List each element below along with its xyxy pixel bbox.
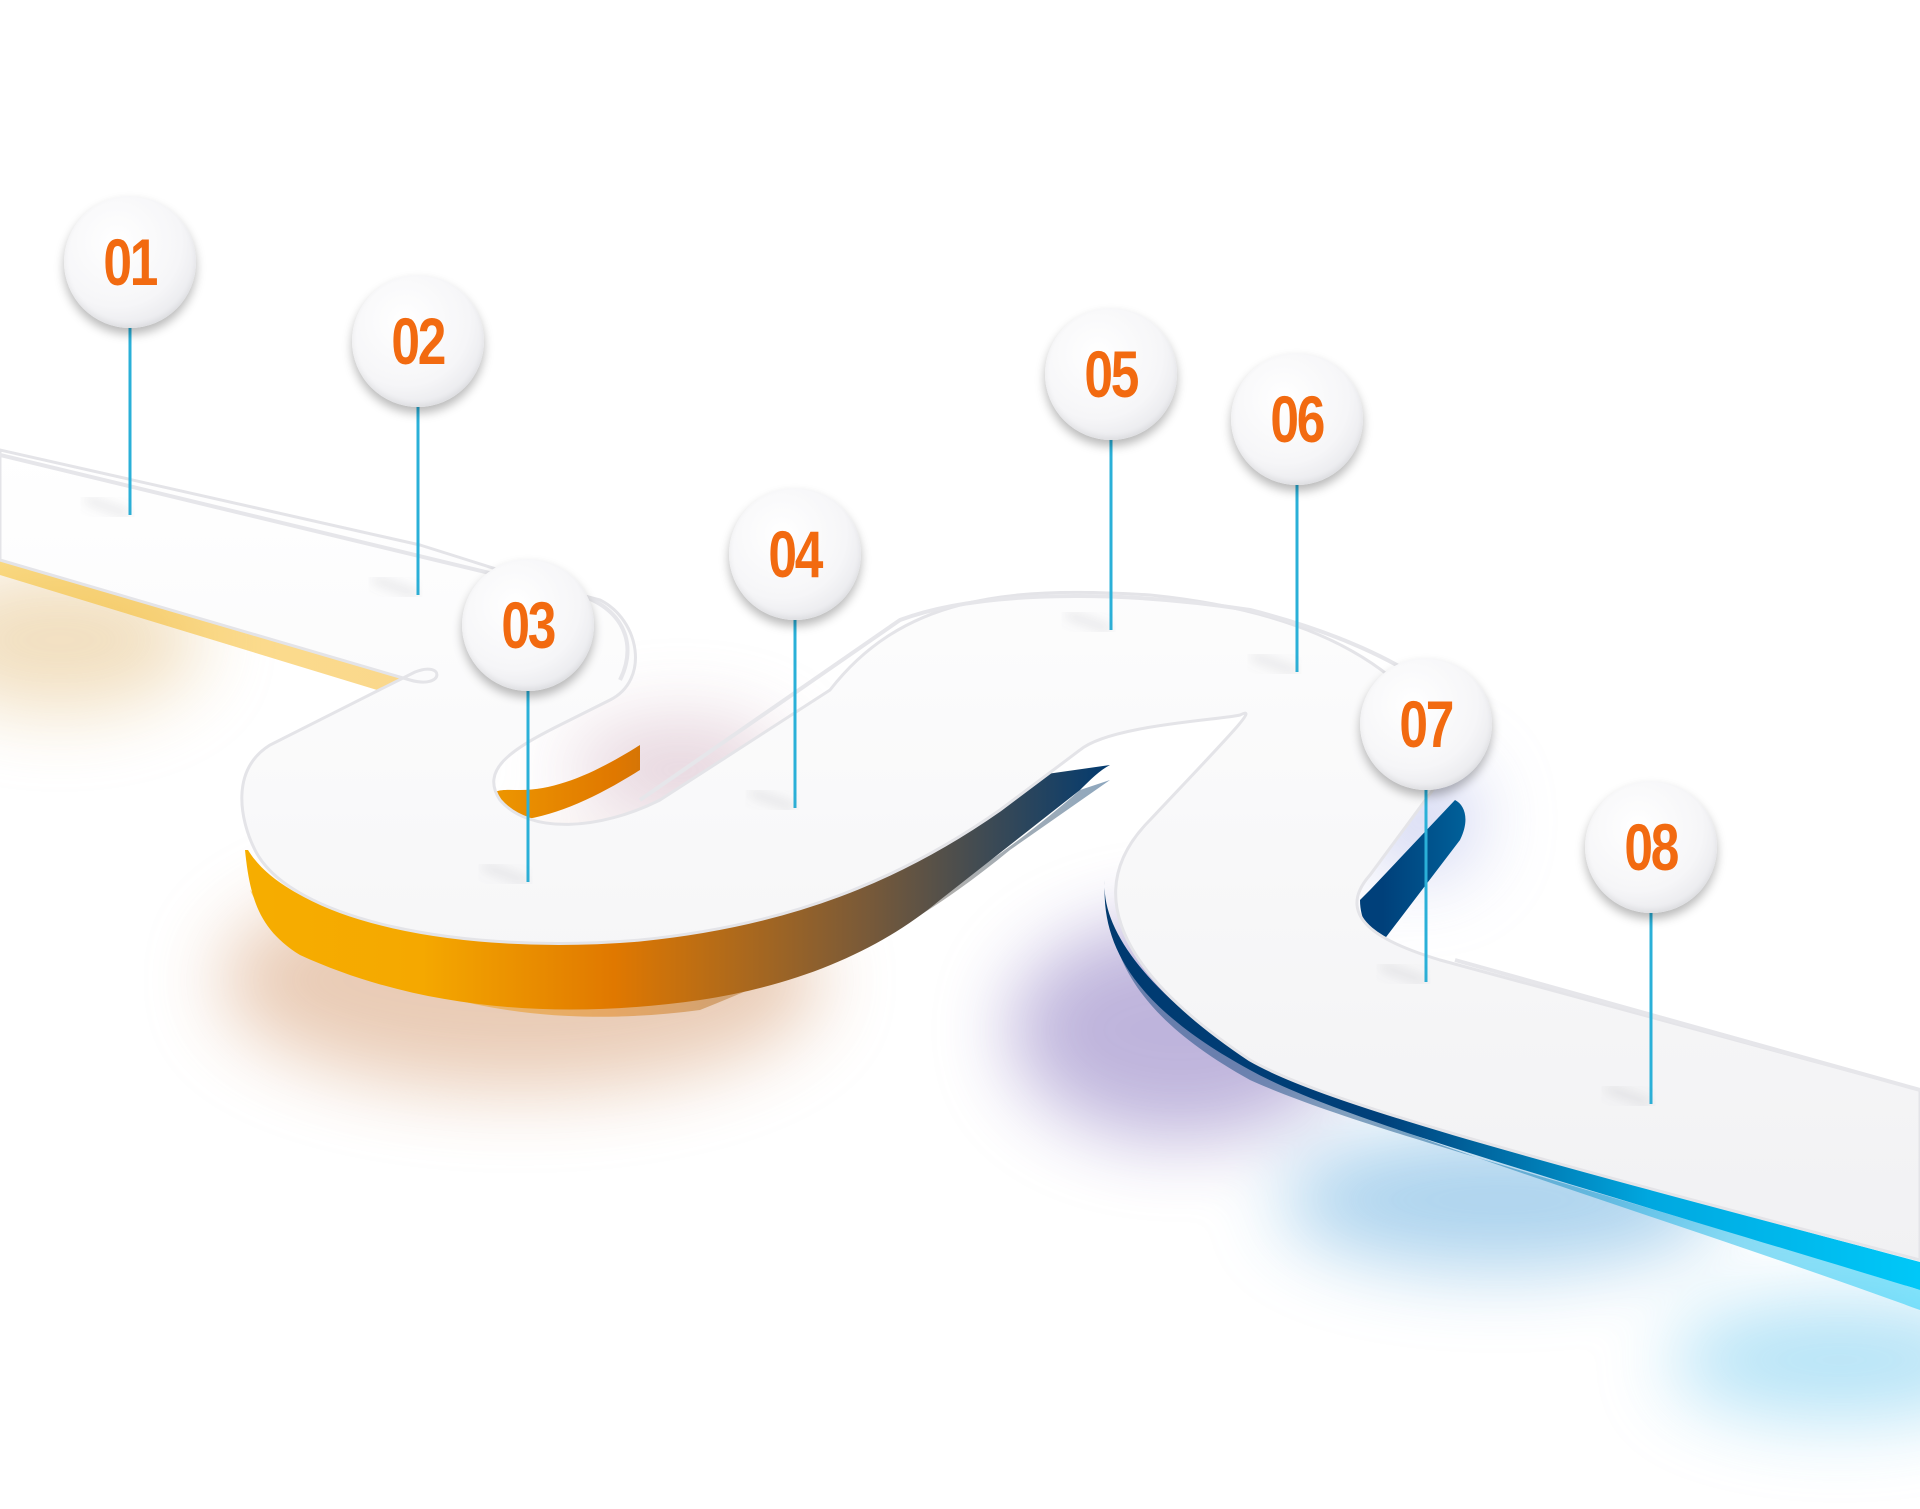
step-marker-04[interactable]: 04 xyxy=(729,488,861,620)
step-number: 01 xyxy=(103,225,159,299)
step-number: 06 xyxy=(1270,382,1326,456)
road-side-fade xyxy=(0,560,1920,1310)
pin-lines xyxy=(128,322,1653,1104)
pin-shadow xyxy=(1605,1086,1652,1106)
step-marker-01[interactable]: 01 xyxy=(64,196,196,328)
step-number: 08 xyxy=(1624,810,1680,884)
step-marker-03[interactable]: 03 xyxy=(462,559,594,691)
pin-shadow xyxy=(372,577,419,597)
step-marker-07[interactable]: 07 xyxy=(1360,658,1492,790)
pin-shadows xyxy=(84,497,1652,1106)
step-marker-08[interactable]: 08 xyxy=(1585,781,1717,913)
pin-shadow xyxy=(84,497,131,517)
step-number: 04 xyxy=(768,517,824,591)
step-marker-05[interactable]: 05 xyxy=(1045,308,1177,440)
step-number: 07 xyxy=(1399,687,1455,761)
pin-shadow xyxy=(1251,654,1298,674)
pin-shadow xyxy=(1065,612,1112,632)
pin-shadow xyxy=(749,790,796,810)
step-marker-02[interactable]: 02 xyxy=(352,275,484,407)
step-number: 02 xyxy=(391,304,447,378)
pin-shadow xyxy=(482,864,529,884)
pin-shadow xyxy=(1380,964,1427,984)
step-number: 03 xyxy=(501,588,557,662)
step-number: 05 xyxy=(1084,337,1140,411)
step-marker-06[interactable]: 06 xyxy=(1231,353,1363,485)
